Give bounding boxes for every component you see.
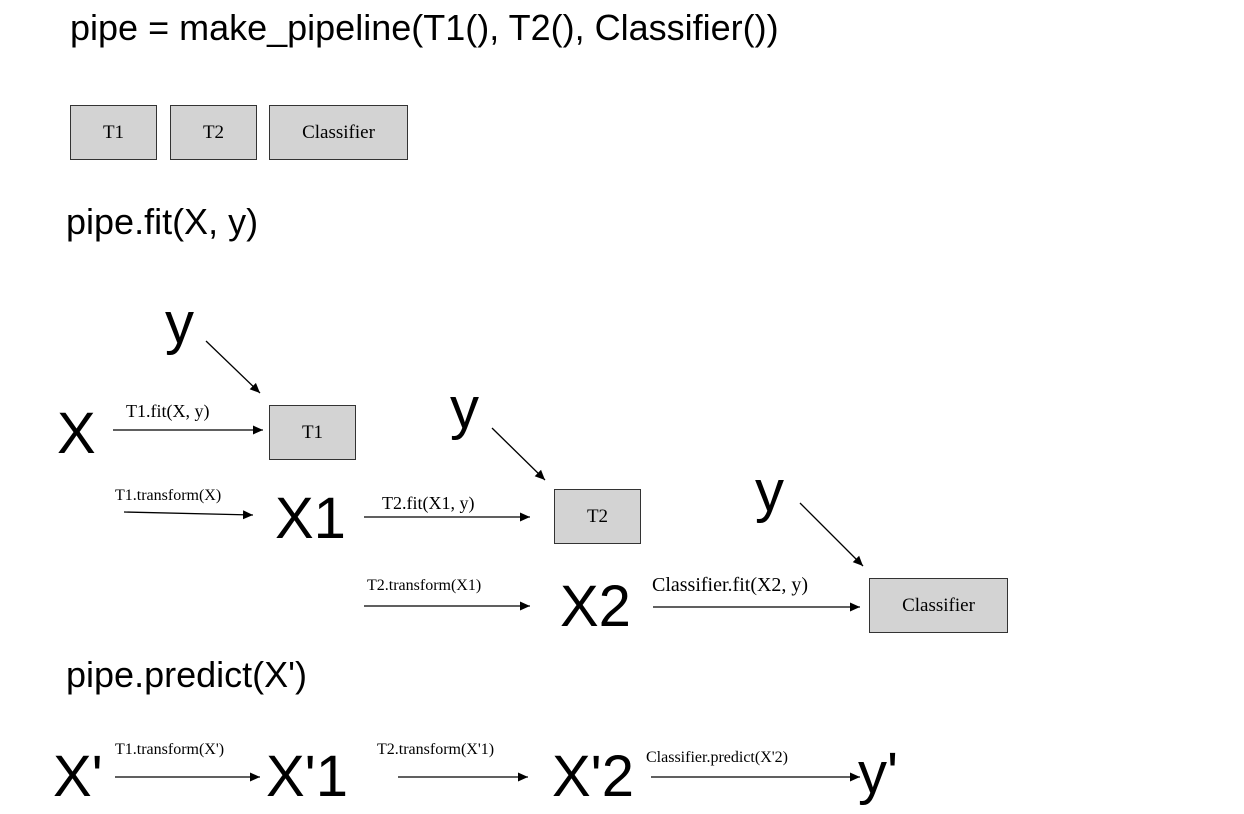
arrow-t1-transform <box>123 510 254 520</box>
fit-x2: X2 <box>560 574 631 639</box>
pipeline-code-heading: pipe = make_pipeline(T1(), T2(), Classif… <box>70 7 779 48</box>
predict-x-prime: X' <box>53 744 103 809</box>
fit-code-heading: pipe.fit(X, y) <box>66 201 259 242</box>
predict-x-prime-2: X'2 <box>552 744 635 809</box>
predict-code-heading: pipe.predict(X') <box>66 654 307 695</box>
fit-box-t1: T1 <box>269 405 356 460</box>
fit-y-3: y <box>755 459 784 524</box>
arrow-y-to-classifier <box>799 502 864 567</box>
predict-t1-transform-label: T1.transform(X') <box>115 741 225 758</box>
t1-fit-label: T1.fit(X, y) <box>126 401 210 421</box>
t2-fit-label: T2.fit(X1, y) <box>382 493 475 513</box>
fit-y-1: y <box>165 291 194 356</box>
fit-box-classifier: Classifier <box>869 578 1008 633</box>
predict-classifier-label: Classifier.predict(X'2) <box>646 749 788 766</box>
classifier-fit-label: Classifier.fit(X2, y) <box>652 574 809 596</box>
arrow-y-to-t1 <box>205 340 261 394</box>
fit-x1: X1 <box>275 486 346 551</box>
predict-t2-transform-label: T2.transform(X'1) <box>377 741 495 758</box>
t2-transform-label: T2.transform(X1) <box>367 577 482 594</box>
t1-transform-label: T1.transform(X) <box>115 487 222 504</box>
pipeline-box-classifier: Classifier <box>269 105 408 160</box>
fit-y-2: y <box>450 376 479 441</box>
predict-x-prime-1: X'1 <box>266 744 349 809</box>
arrow-y-to-t2 <box>491 427 546 481</box>
pipeline-box-t1: T1 <box>70 105 157 160</box>
predict-y-prime: y' <box>858 741 899 806</box>
fit-x: X <box>57 401 96 466</box>
pipeline-box-t2: T2 <box>170 105 257 160</box>
fit-box-t2: T2 <box>554 489 641 544</box>
